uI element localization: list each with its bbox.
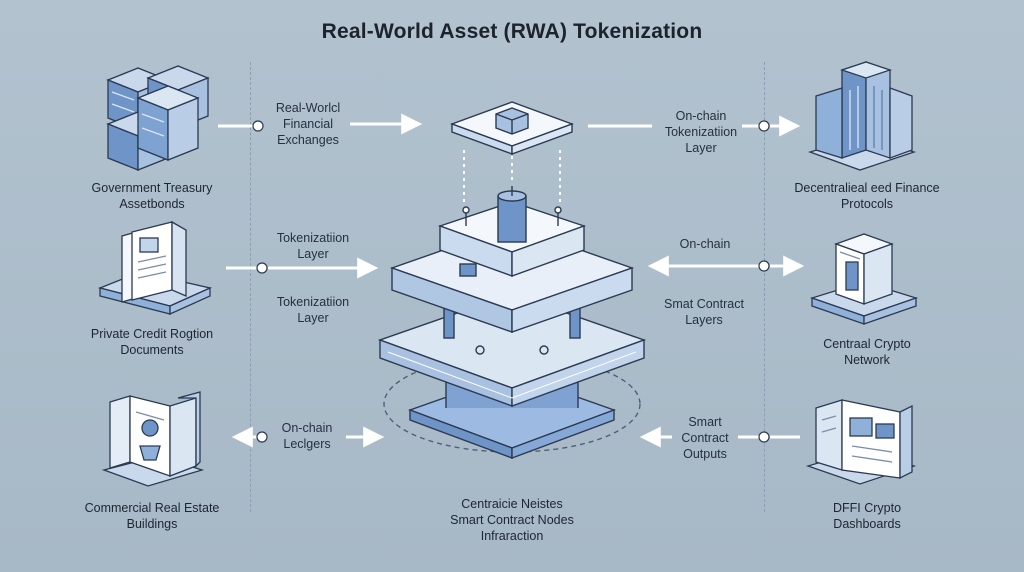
documents-icon bbox=[97, 220, 213, 316]
central-node-stack bbox=[377, 186, 647, 460]
buildings-icon bbox=[101, 391, 205, 487]
asset-label-government-treasury: Government Treasury Assetbonds bbox=[91, 181, 213, 211]
flow-label-right-mid-b: Smat Contract Layers bbox=[664, 297, 744, 327]
arrow-right-top bbox=[588, 115, 801, 137]
flow-label-left-mid-a: Tokenizatiion Layer bbox=[276, 231, 350, 261]
output-label-defi-protocols: Decentralieal eed Finance Protocols bbox=[794, 181, 940, 211]
top-token-node bbox=[449, 101, 575, 156]
flow-label-left-mid-b: Tokenizatiion Layer bbox=[276, 295, 350, 325]
flow-label-left-top: Real-Worlcl Financial Exchanges bbox=[275, 101, 341, 147]
arrow-right-bottom bbox=[639, 426, 800, 448]
connector-dashes bbox=[463, 150, 561, 206]
flow-label-left-bottom: On-chain Leclgers bbox=[281, 421, 333, 451]
left-divider bbox=[250, 62, 251, 512]
page-title: Real-World Asset (RWA) Tokenization bbox=[321, 20, 703, 43]
bank-building-icon bbox=[809, 233, 919, 325]
server-stack-icon bbox=[106, 65, 210, 171]
right-divider bbox=[764, 62, 765, 512]
office-tower-icon bbox=[807, 61, 917, 171]
flow-label-right-mid-a: On-chain bbox=[679, 237, 731, 251]
arrow-left-top bbox=[218, 113, 423, 135]
output-label-crypto-network: Centraal Crypto Network bbox=[823, 337, 911, 367]
center-nodes-label: Centraicie Neistes Smart Contract Nodes … bbox=[450, 497, 574, 543]
dashboard-devices-icon bbox=[805, 399, 917, 485]
output-label-crypto-dashboards: DFFI Crypto Dashboards bbox=[832, 501, 902, 531]
asset-label-commercial-real-estate: Commercial Real Estate Buildings bbox=[84, 501, 220, 531]
flow-label-right-bottom: Smart Contract Outputs bbox=[681, 415, 729, 461]
arrow-left-bottom bbox=[231, 426, 385, 448]
flow-label-right-top: On-chain Tokenizatiion Layer bbox=[664, 109, 738, 155]
arrow-right-mid bbox=[647, 255, 805, 277]
arrow-left-mid bbox=[226, 257, 379, 279]
asset-label-private-credit: Private Credit Rogtion Documents bbox=[90, 327, 214, 357]
